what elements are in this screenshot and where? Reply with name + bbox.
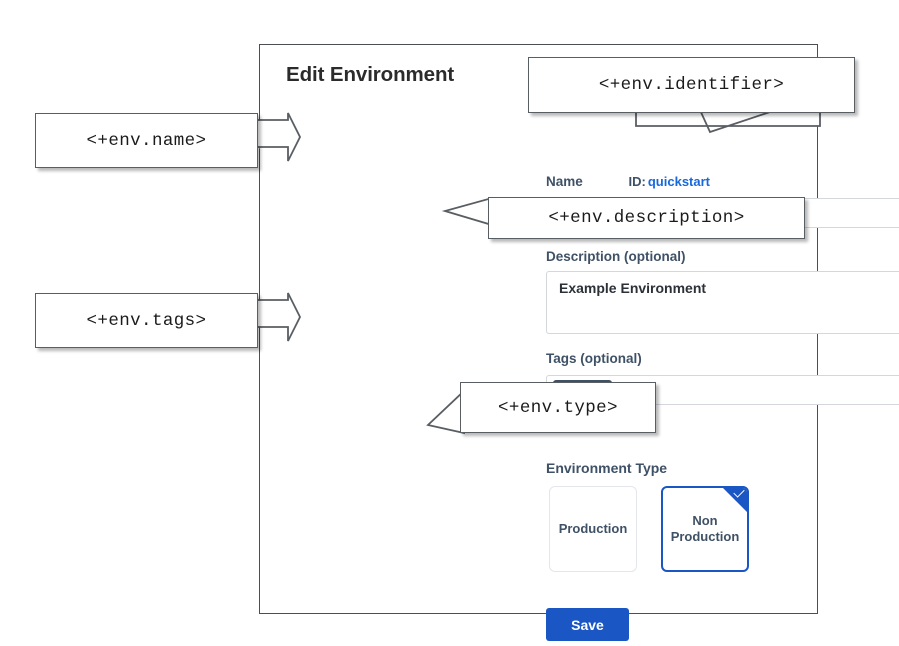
callout-env-name-box: <+env.name> <box>35 113 258 168</box>
np-line-1: Non <box>692 513 718 528</box>
callout-env-description-box: <+env.description> <box>488 197 805 239</box>
id-value-link[interactable]: quickstart <box>647 174 710 189</box>
environment-type-option-non-production[interactable]: Non Production <box>661 486 749 572</box>
environment-type-label: Environment Type <box>546 460 668 476</box>
page-title: Edit Environment <box>286 63 455 86</box>
callout-env-description-text: <+env.description> <box>548 208 745 228</box>
environment-type-option-production[interactable]: Production <box>549 486 637 572</box>
environment-type-option-production-label: Production <box>558 521 628 536</box>
environment-type-option-non-production-label: Non Production <box>671 513 740 545</box>
np-line-2: Production <box>670 529 740 544</box>
id-prefix-label: ID: <box>628 174 646 189</box>
callout-env-name-text: <+env.name> <box>86 130 207 151</box>
callout-env-identifier-box: <+env.identifier> <box>528 57 855 113</box>
selected-corner-badge <box>722 488 747 513</box>
callout-env-tags-box: <+env.tags> <box>35 293 258 348</box>
name-label: Name <box>546 174 583 189</box>
description-textarea[interactable] <box>546 271 899 334</box>
callout-env-tags-text: <+env.tags> <box>86 310 207 331</box>
callout-env-identifier-text: <+env.identifier> <box>598 75 785 95</box>
save-button[interactable]: Save <box>546 608 629 641</box>
description-label: Description (optional) <box>546 249 686 264</box>
callout-env-type-box: <+env.type> <box>460 382 656 433</box>
callout-env-type-text: <+env.type> <box>498 397 618 418</box>
environment-id: ID:quickstart <box>629 174 710 189</box>
tags-label: Tags (optional) <box>546 351 642 366</box>
